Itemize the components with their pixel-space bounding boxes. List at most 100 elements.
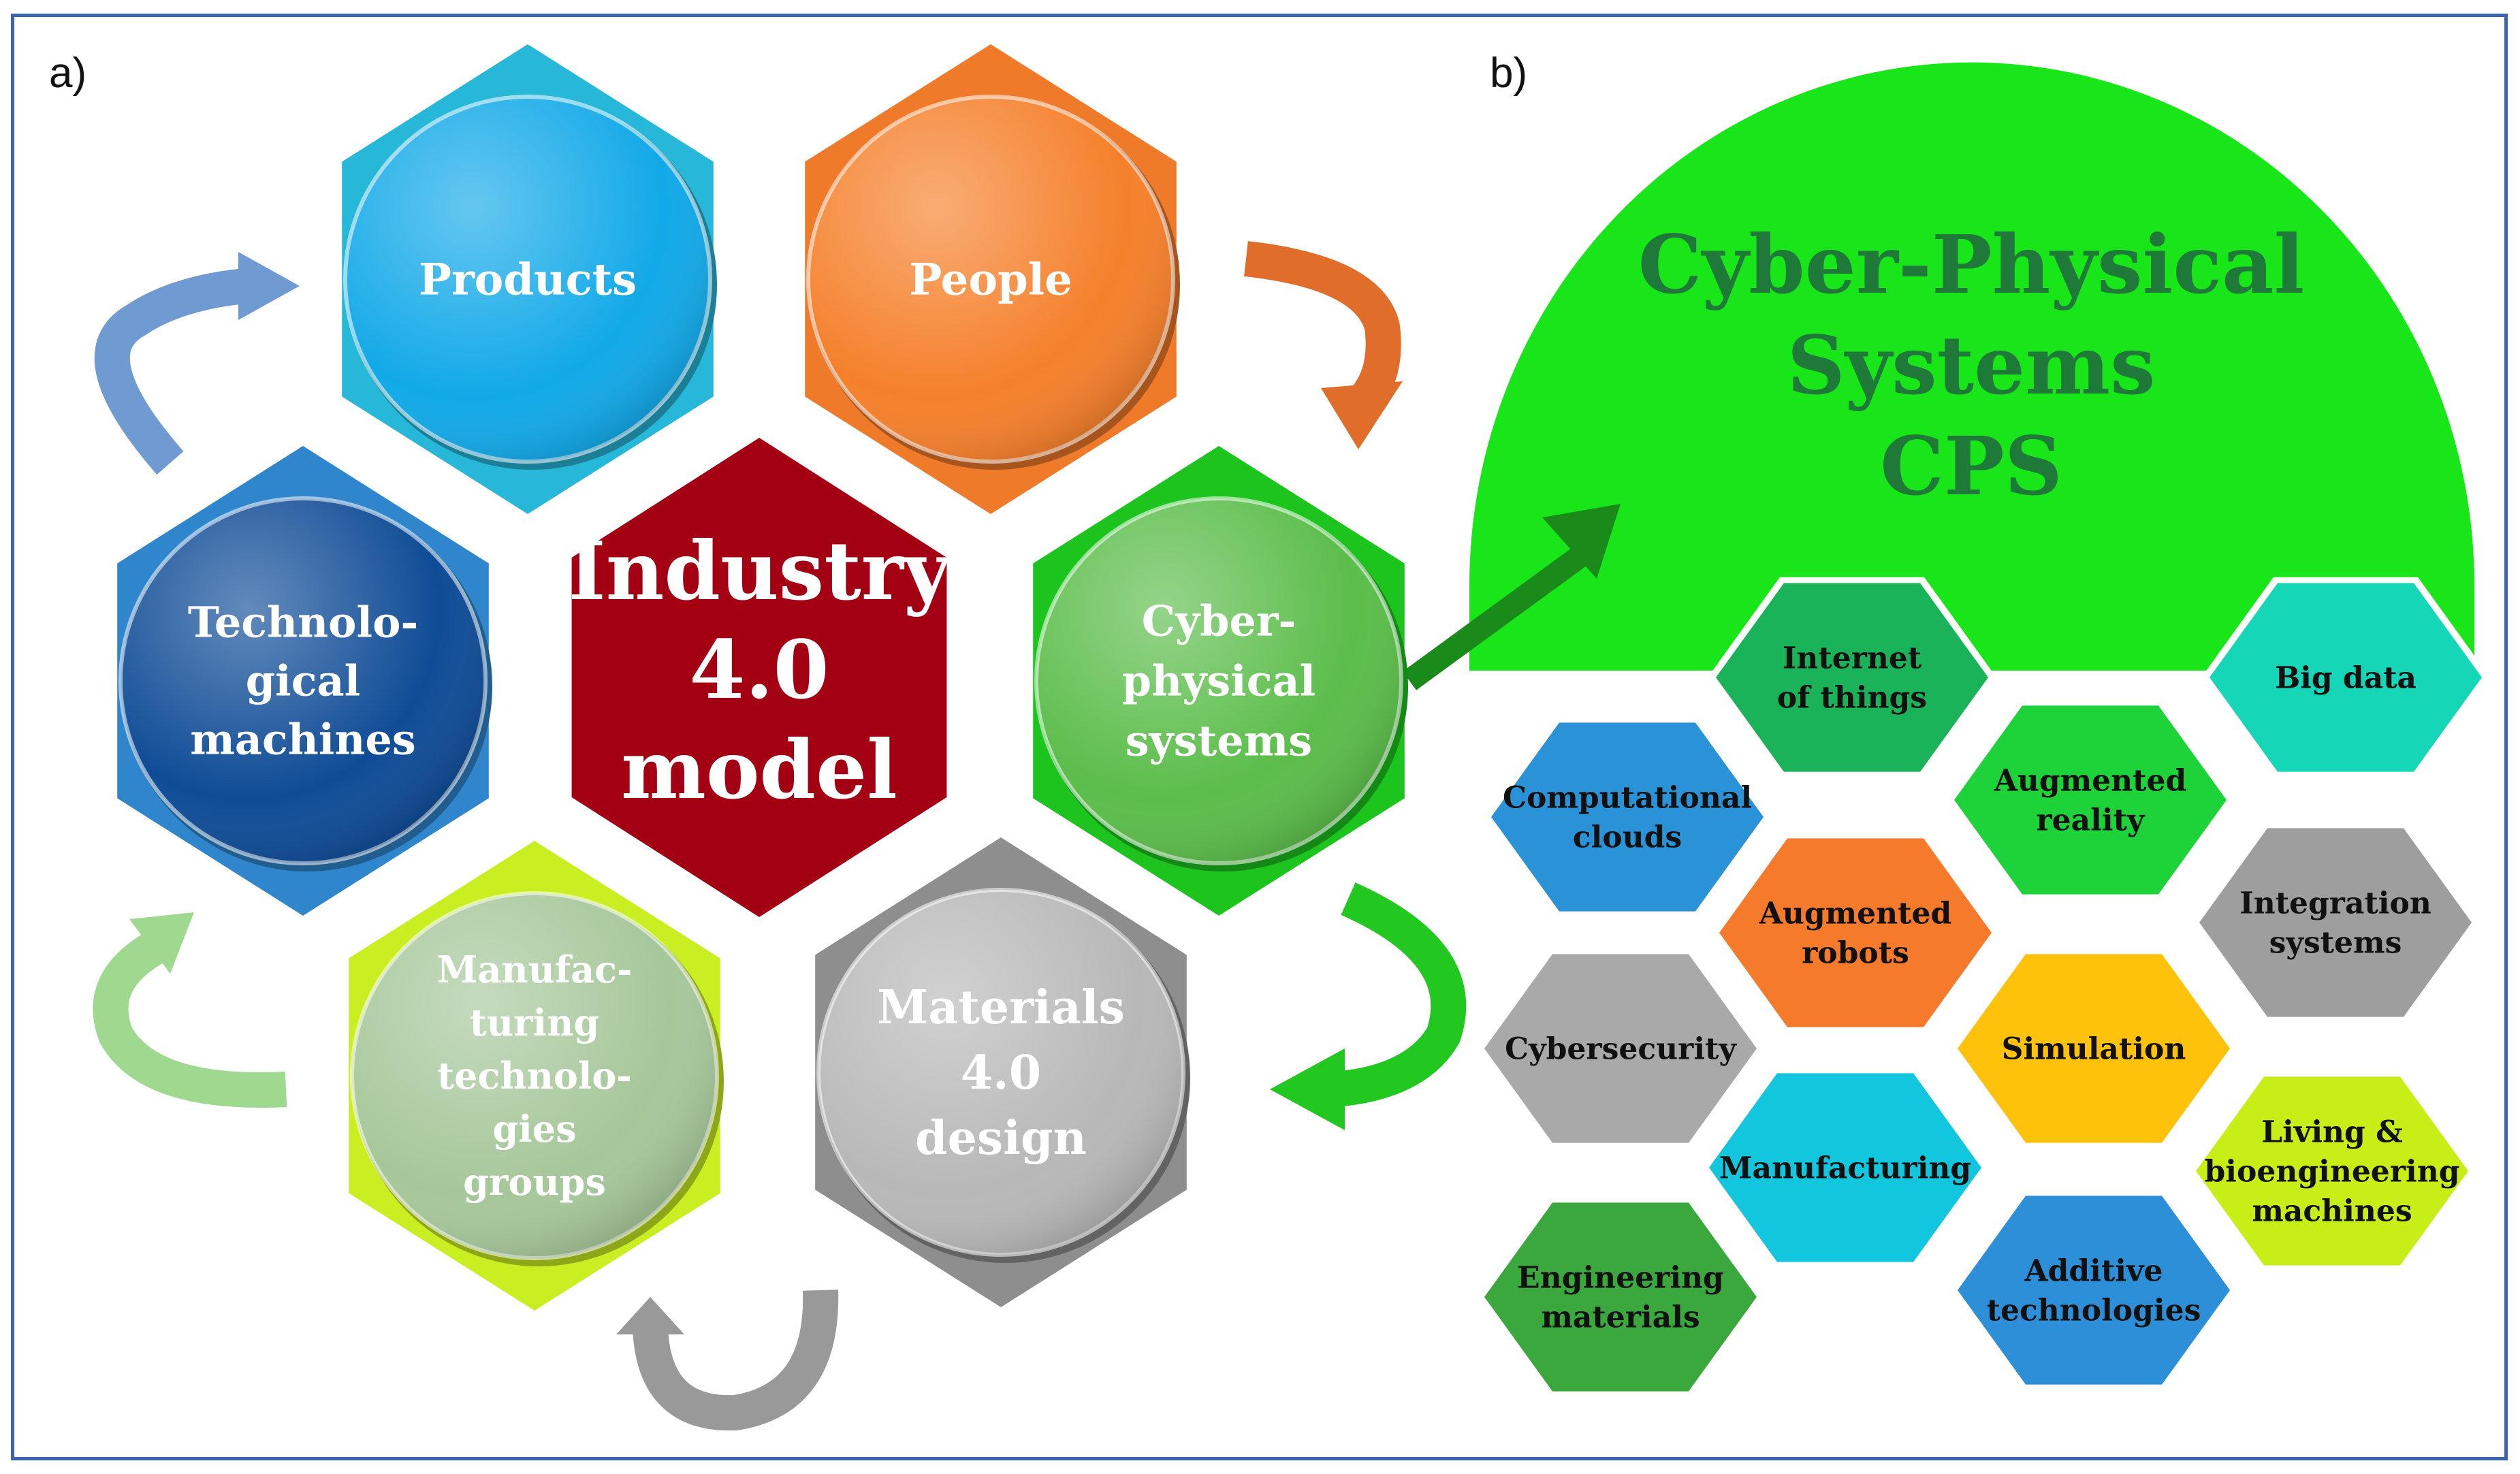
model-hex-label-line: design [915, 1111, 1087, 1166]
cps-hex-label-line: of things [1777, 680, 1927, 715]
circle-gloss [1036, 498, 1401, 863]
model-hex-label-line: physical [1122, 656, 1315, 706]
circle-gloss [808, 97, 1173, 462]
model-hex-label-line: technolo- [437, 1054, 632, 1098]
arrow-manufacturing [93, 912, 287, 1108]
hex-shape [2199, 828, 2472, 1017]
center-label-line: Industry [569, 524, 953, 618]
model-hex-products: Products [342, 44, 717, 514]
cps-hex-augmented-robots: Augmented robots [1711, 832, 2000, 1034]
cps-hex-integration-systems: Integration systems [2191, 822, 2480, 1023]
arrow-head [238, 252, 300, 320]
arrow-head [1542, 504, 1621, 579]
hex-shape [1491, 722, 1764, 912]
model-hex-label-line: Technolo- [188, 598, 418, 647]
panel-a-label: a) [49, 50, 86, 97]
cps-hex-label-line: systems [2269, 925, 2402, 960]
panel-b-label: b) [1490, 50, 1527, 97]
hex-shape [1719, 838, 1992, 1027]
circle-gloss [121, 498, 485, 863]
cps-title: Cyber-Physical Systems CPS [1638, 217, 2305, 513]
cps-hex-label-line: Internet [1783, 641, 1922, 675]
hex-shape [1484, 954, 1757, 1143]
cps-hex-cybersecurity: Cybersecurity [1476, 948, 1765, 1149]
cycle-arrows [93, 241, 1621, 1431]
arrow-body [94, 268, 247, 475]
arrow-body [1333, 882, 1467, 1107]
cps-hex-label-line: clouds [1573, 820, 1682, 854]
hex-shape [1958, 954, 2230, 1143]
model-hex-people: People [805, 44, 1180, 514]
arrow-head [616, 1297, 684, 1334]
cps-hex-label-line: Big data [2275, 660, 2417, 695]
cps-hex-label-line: machines [2252, 1193, 2412, 1228]
model-hex-label-line: gical [246, 656, 360, 706]
arrow-to-cps [1402, 504, 1621, 690]
model-hex-cps: Cyber-physical systems [1033, 446, 1408, 916]
cps-hex-label-line: reality [2036, 803, 2145, 837]
cps-hex-label-line: Engineering [1517, 1260, 1724, 1295]
hex-shape [1484, 1202, 1757, 1392]
cps-hex-label-line: Integration [2239, 886, 2431, 920]
model-hex-label-line: People [909, 254, 1072, 305]
arrow-head [1321, 381, 1403, 449]
arrow-head [129, 912, 194, 974]
hex-shape [1716, 583, 1988, 772]
model-hex-label-line: Materials [877, 980, 1125, 1035]
arrow-cps [1270, 882, 1467, 1130]
cps-hex-label-line: materials [1541, 1300, 1700, 1334]
cps-hex-label-line: technologies [1987, 1293, 2201, 1328]
cps-hex-label-line: Augmented [1994, 763, 2187, 798]
arrow-materials [616, 1289, 839, 1431]
model-hex-label-line: 4.0 [961, 1046, 1041, 1100]
circle-gloss [352, 893, 717, 1258]
cps-hex-label-line: Simulation [2002, 1031, 2186, 1066]
arrow-body [93, 931, 287, 1108]
arrow-head [1270, 1048, 1345, 1130]
model-hex-label-line: gies [492, 1107, 576, 1151]
cps-hex-engineering-materials: Engineering materials [1476, 1196, 1765, 1398]
cps-hex-computational-clouds: Computational clouds [1483, 716, 1772, 918]
arrow-people [1244, 241, 1403, 449]
arrow-body [633, 1289, 839, 1431]
cps-hex-big-data: Big data [2201, 577, 2490, 778]
hex-shape [1954, 705, 2227, 895]
model-hex-label-line: Manufac- [437, 948, 633, 991]
model-hex-label-line: groups [463, 1160, 606, 1204]
hex-shape [2196, 1076, 2468, 1266]
cps-hex-label-line: bioengineering [2205, 1154, 2460, 1189]
cps-dome [1469, 62, 2474, 671]
model-hex-label-line: Products [419, 254, 637, 305]
cps-hex-augmented-reality: Augmented reality [1946, 699, 2235, 901]
figure-frame [11, 14, 2508, 1460]
hex-shape [1958, 1196, 2230, 1385]
model-hex-label-line: Cyber- [1142, 596, 1296, 646]
cps-hex-label-line: robots [1802, 935, 1909, 970]
cps-hex-label-line: Living & [2261, 1115, 2403, 1149]
arrow-body [1402, 542, 1594, 690]
center-label-line: model [621, 722, 897, 817]
model-hex-label-line: systems [1126, 716, 1312, 766]
center-label-line: 4.0 [689, 622, 829, 717]
model-hex-label-line: machines [190, 715, 416, 765]
cps-hex-simulation: Simulation [1949, 948, 2238, 1149]
cps-hex-internet-of-things: Internet of things [1708, 577, 1996, 778]
center-hex-shape [571, 438, 947, 917]
arrow-products [94, 252, 300, 475]
model-hex-machines: Technolo-gical machines [117, 446, 492, 916]
circle-gloss [818, 890, 1183, 1255]
cps-title-line-3: CPS [1880, 419, 2062, 513]
cps-hex-label-line: Cybersecurity [1505, 1031, 1737, 1066]
hex-shape [1709, 1073, 1981, 1262]
cps-hex-living-bioengineering: Living & bioengineering machines [2188, 1070, 2476, 1272]
cps-hex-label-line: Computational [1503, 780, 1752, 815]
hex-shape [2210, 583, 2482, 772]
circle-gloss [345, 97, 710, 462]
cps-hex-label-line: Augmented [1759, 896, 1952, 931]
